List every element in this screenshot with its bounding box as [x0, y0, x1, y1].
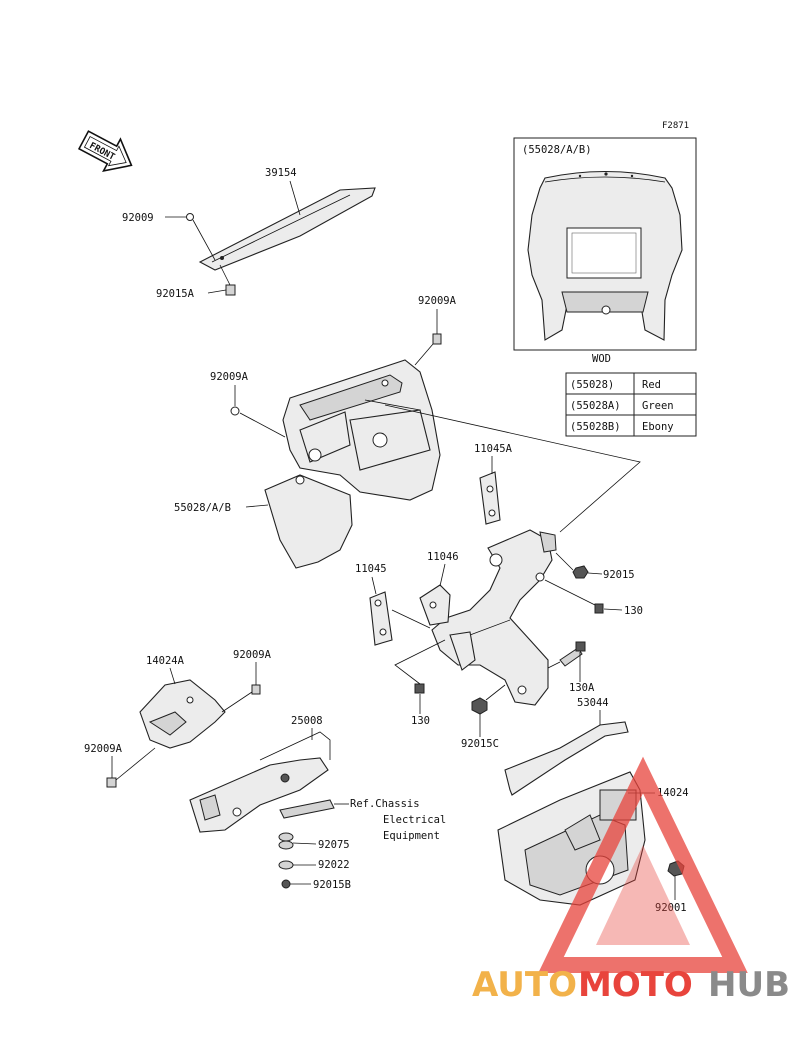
label-92009A-left: 92009A [210, 371, 249, 383]
label-14024A: 14024A [146, 655, 185, 667]
label-130-bottom: 130 [411, 715, 430, 727]
label-130-right: 130 [624, 605, 643, 617]
color-code-3: (55028B) [570, 421, 621, 433]
label-92001: 92001 [655, 902, 687, 914]
screw-92009A-top-icon [432, 333, 442, 345]
color-name-2: Green [642, 400, 674, 412]
label-92075: 92075 [318, 839, 350, 851]
bracket-11045 [369, 591, 393, 646]
label-11045: 11045 [355, 563, 387, 575]
bolt-130-right-icon [594, 603, 604, 614]
cover-14024A-part [139, 679, 226, 749]
bracket-11046 [419, 584, 451, 626]
upper-cowl-part [264, 359, 441, 569]
screw-92009A-left-icon [230, 406, 240, 416]
inset-title: (55028/A/B) [522, 144, 592, 156]
watermark-triangle-icon [538, 756, 748, 973]
inset-caption: WOD [592, 353, 611, 365]
label-55028AB: 55028/A/B [174, 502, 231, 514]
screw-92009A-low-icon [106, 777, 117, 788]
label-92009: 92009 [122, 212, 154, 224]
windshield-part [198, 187, 376, 271]
label-25008: 25008 [291, 715, 323, 727]
color-code-1: (55028) [570, 379, 614, 391]
watermark-hub: HUB [708, 965, 790, 1005]
label-39154: 39154 [265, 167, 297, 179]
label-53044: 53044 [577, 697, 609, 709]
label-92009A-mid: 92009A [233, 649, 272, 661]
color-name-1: Red [642, 379, 661, 391]
ref-note-line1: Ref.Chassis [350, 798, 420, 810]
label-130A: 130A [569, 682, 595, 694]
label-92015B: 92015B [313, 879, 351, 891]
damper-92075-icon [278, 832, 294, 850]
label-92022: 92022 [318, 859, 350, 871]
bracket-25008-part [189, 731, 331, 833]
color-name-3: Ebony [642, 421, 674, 433]
color-code-2: (55028A) [570, 400, 621, 412]
label-92009A-low: 92009A [84, 743, 123, 755]
nut-92015B-icon [281, 879, 291, 889]
washer-92022-icon [278, 860, 294, 870]
inset-cowl-drawing [527, 170, 683, 341]
figure-code: F2871 [662, 121, 689, 131]
label-92015: 92015 [603, 569, 635, 581]
label-11045A: 11045A [474, 443, 513, 455]
watermark-moto: MOTO [578, 965, 693, 1005]
bolt-130A-icon [559, 641, 586, 667]
trim-53044-part [504, 721, 629, 796]
label-92015C: 92015C [461, 738, 499, 750]
strap-part [279, 799, 335, 819]
cover-14024-part [497, 771, 646, 906]
watermark-auto: AUTO [472, 965, 577, 1005]
ref-note-line3: Equipment [383, 830, 440, 842]
nut-92015-icon [572, 565, 589, 579]
label-14024: 14024 [657, 787, 689, 799]
screw-92009-icon [186, 213, 194, 221]
color-table: (55028) Red (55028A) Green (55028B) Ebon… [565, 372, 697, 437]
bolt-130-bottom-icon [414, 683, 425, 694]
screw-92009A-mid-icon [251, 684, 261, 695]
nut-92015A-icon [225, 284, 236, 296]
label-11046: 11046 [427, 551, 459, 563]
label-92015A: 92015A [156, 288, 195, 300]
ref-note-line2: Electrical [383, 814, 446, 826]
nut-92015C-icon [471, 697, 488, 715]
front-arrow-icon: FRONT [77, 130, 133, 173]
label-92009A-top: 92009A [418, 295, 457, 307]
automotohub-watermark: AUTO MOTO HUB [472, 756, 790, 1005]
inset-box: (55028/A/B) WOD [513, 137, 697, 365]
stay-assembly [431, 529, 557, 706]
bracket-11045A [479, 471, 501, 525]
